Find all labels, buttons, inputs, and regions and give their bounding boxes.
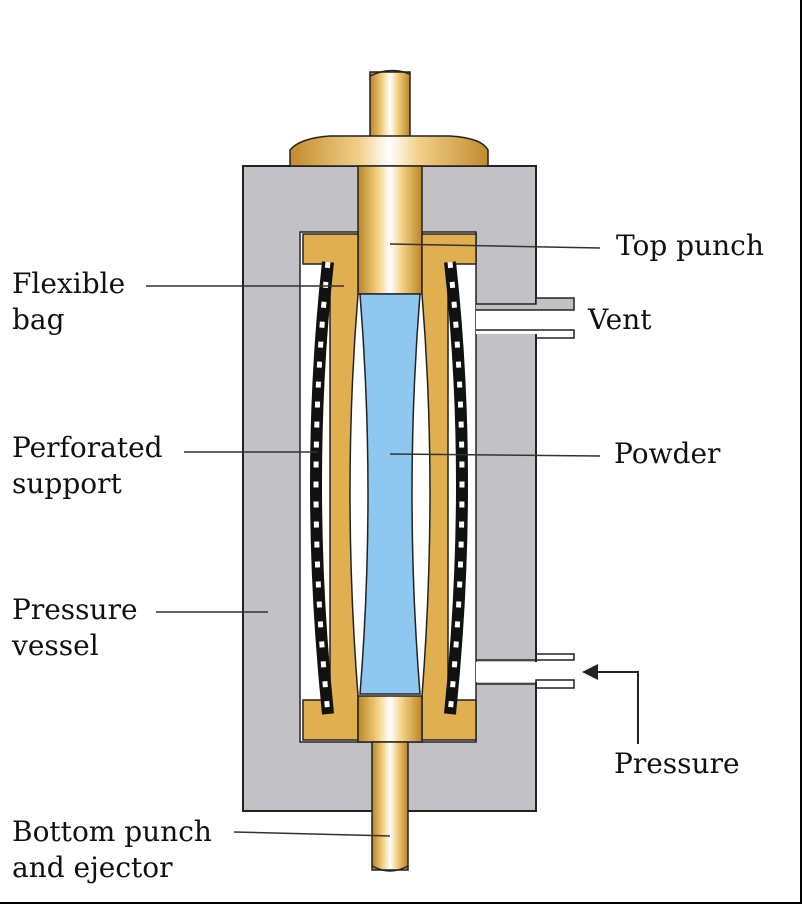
- label-flexible-bag-line2: bag: [12, 303, 65, 336]
- label-bottom-punch: Bottom punch and ejector: [12, 814, 212, 886]
- pressure-arrow: [586, 671, 639, 744]
- label-pressure: Pressure: [614, 747, 740, 780]
- label-bottom-punch-line2: and ejector: [12, 851, 173, 884]
- label-top-punch: Top punch: [616, 229, 764, 262]
- label-pressure-vessel: Pressure vessel: [12, 592, 138, 664]
- pressure-inlet-channel: [476, 652, 575, 689]
- top-punch-body: [357, 165, 423, 295]
- flexible-bag-left: [302, 233, 359, 741]
- label-perforated-support-line2: support: [12, 467, 122, 500]
- label-perforated-support: Perforated support: [12, 430, 163, 502]
- bottom-punch-rod: [371, 741, 409, 871]
- bottom-punch-body: [357, 695, 423, 743]
- label-bottom-punch-line1: Bottom punch: [12, 815, 212, 848]
- label-flexible-bag: Flexible bag: [12, 266, 125, 338]
- label-flexible-bag-line1: Flexible: [12, 267, 126, 300]
- perforated-support-right: [444, 261, 468, 715]
- perforated-support-left: [310, 261, 334, 715]
- vent-channel: [476, 297, 575, 340]
- top-punch-rod: [369, 71, 411, 141]
- flexible-bag-right: [421, 233, 477, 741]
- top-flange: [289, 135, 489, 167]
- label-pressure-vessel-line1: Pressure: [12, 593, 138, 626]
- label-powder: Powder: [614, 437, 721, 470]
- label-perforated-support-line1: Perforated: [12, 431, 163, 464]
- powder-region: [359, 293, 421, 695]
- label-pressure-vessel-line2: vessel: [12, 629, 99, 662]
- label-vent: Vent: [588, 303, 652, 336]
